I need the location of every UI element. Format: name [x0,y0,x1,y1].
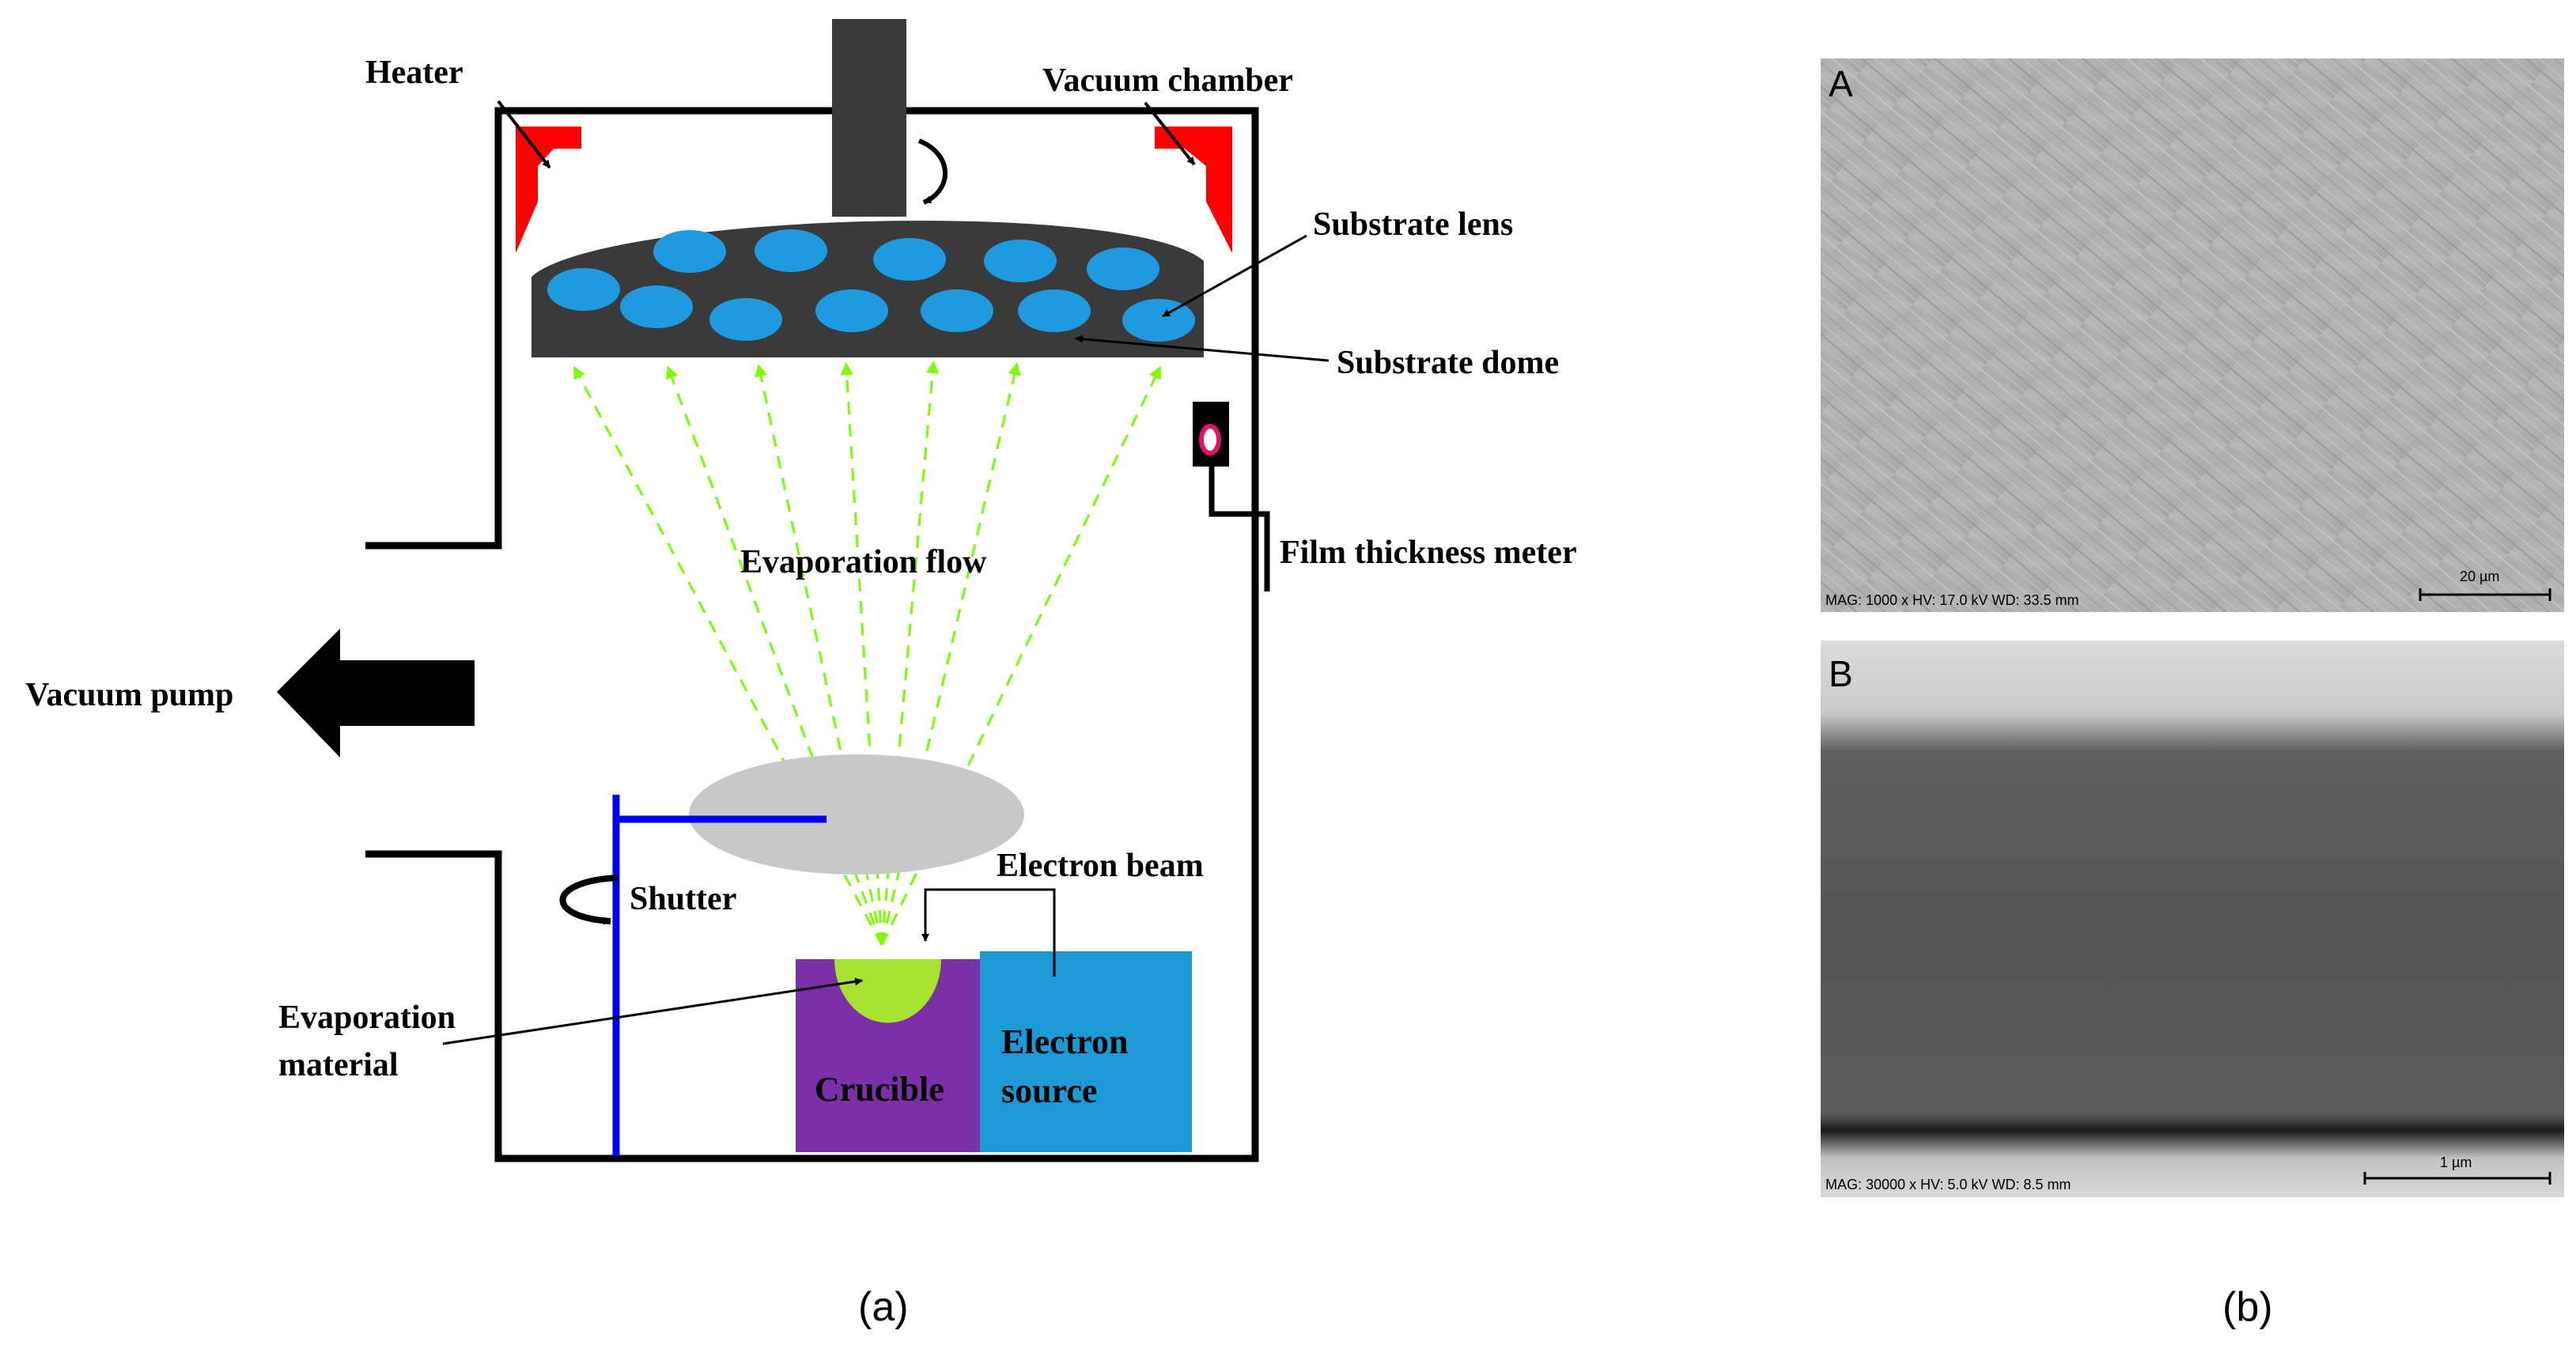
sem-image-a [1821,59,2564,612]
electron-source [980,951,1192,1152]
substrate-lens [709,298,782,341]
sem-panel-b-letter: B [1829,653,1853,694]
crucible-label: Crucible [815,1070,944,1109]
heater-label: Heater [365,55,463,91]
vacuum-chamber-wall [365,107,1259,1162]
substrate-lens [620,285,693,328]
shutter-rotation-icon [559,875,618,925]
sem-panel-a-scale-label: 20 µm [2460,569,2499,584]
flow-line [573,365,883,946]
evaporation-flow-label: Evaporation flow [740,544,987,580]
evaporation-material-label-line1: Evaporation [278,1000,456,1036]
film-thickness-sensor-icon [1199,424,1221,455]
heater-right-icon [1155,127,1232,253]
film-thickness-meter-line [1209,467,1270,591]
vapor-cloud [689,754,1024,875]
heater-leader [497,100,551,169]
substrate-lens-leader [1162,234,1307,318]
electron-beam-label: Electron beam [997,848,1204,884]
evaporation-material-leader [442,977,863,1045]
substrate-lens [653,230,726,273]
substrate-lenses [547,229,1195,342]
substrate-lens [547,268,620,311]
heater-left-icon [516,127,581,253]
sem-panel-a-meta: MAG: 1000 x HV: 17.0 kV WD: 33.5 mm [1825,592,2079,608]
substrate-lens-label: Substrate lens [1313,206,1513,243]
flow-line [880,365,1161,946]
evaporation-material-label-line2: material [278,1047,399,1083]
substrate-lens [1087,248,1159,290]
substrate-lens [755,229,827,272]
vacuum-pump-label: Vacuum pump [25,677,233,713]
rotation-shaft [832,19,906,217]
sem-panel-a: A MAG: 1000 x HV: 17.0 kV WD: 33.5 mm 20… [1821,59,2564,612]
electron-source-label-line2: source [1001,1071,1097,1110]
sem-panel-b: B MAG: 30000 x HV: 5.0 kV WD: 8.5 mm 1 µ… [1821,641,2564,1197]
substrate-lens [1018,289,1091,332]
evaporation-material [834,959,941,1023]
caption-a: (a) [858,1284,909,1330]
substrate-lens [921,289,993,332]
sem-panel-b-scale-label: 1 µm [2440,1154,2472,1170]
vacuum-chamber-label: Vacuum chamber [1042,62,1293,99]
vacuum-pump-arrow-icon [277,629,475,758]
flow-line [665,365,883,946]
caption-b: (b) [2222,1284,2273,1330]
electron-beam-leader [921,888,1056,977]
evaporation-diagram: Heater Vacuum chamber Substrate lens Sub… [25,19,1577,1162]
substrate-lens [984,240,1057,282]
shutter-label: Shutter [630,881,736,917]
film-thickness-meter-label: Film thickness meter [1280,535,1577,571]
sem-image-b [1821,641,2564,1197]
substrate-dome-leader [1075,334,1330,362]
shutter [612,795,827,1156]
sem-panel-b-meta: MAG: 30000 x HV: 5.0 kV WD: 8.5 mm [1825,1177,2071,1192]
vacuum-chamber-leader [1144,101,1196,166]
substrate-lens [873,238,946,281]
rotation-arrow-icon [917,138,948,205]
substrate-dome [531,221,1204,357]
sem-panel-a-letter: A [1829,63,1853,104]
substrate-lens [815,289,888,332]
substrate-dome-label: Substrate dome [1337,345,1559,381]
electron-source-label-line1: Electron [1001,1022,1129,1061]
